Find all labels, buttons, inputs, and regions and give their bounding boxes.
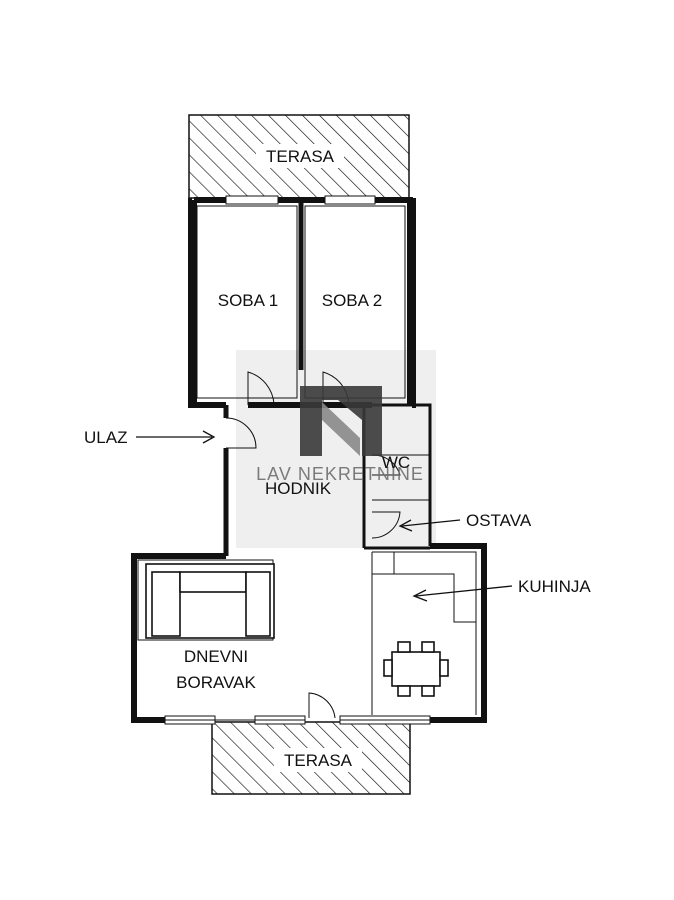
room-label-boravak: BORAVAK bbox=[176, 673, 256, 692]
room-label-dnevni: DNEVNI bbox=[184, 647, 248, 666]
dining-table bbox=[383, 641, 449, 697]
callout-kitchen: KUHINJA bbox=[412, 577, 591, 602]
callout-entrance-label: ULAZ bbox=[84, 428, 127, 447]
kitchen-counter bbox=[372, 552, 476, 623]
callout-storage-label: OSTAVA bbox=[466, 511, 532, 530]
sofa bbox=[145, 563, 275, 639]
room-label-hodnik: HODNIK bbox=[265, 479, 332, 498]
terrace-top-label: TERASA bbox=[266, 147, 335, 166]
callout-kitchen-label: KUHINJA bbox=[518, 577, 591, 596]
watermark-logo: LAV NEKRETNINE bbox=[256, 386, 424, 484]
room-label-soba1: SOBA 1 bbox=[218, 291, 278, 310]
terrace-bottom-label: TERASA bbox=[284, 751, 353, 770]
room-label-soba2: SOBA 2 bbox=[322, 291, 382, 310]
terrace-bottom: TERASA bbox=[211, 721, 411, 795]
windows bbox=[164, 195, 431, 725]
watermark-panel bbox=[236, 350, 436, 548]
callout-entrance: ULAZ bbox=[84, 428, 216, 447]
room-label-wc: WC bbox=[382, 453, 410, 472]
watermark-text: LAV NEKRETNINE bbox=[256, 464, 424, 484]
callout-storage: OSTAVA bbox=[398, 511, 532, 532]
terrace-top: TERASA bbox=[188, 114, 410, 199]
